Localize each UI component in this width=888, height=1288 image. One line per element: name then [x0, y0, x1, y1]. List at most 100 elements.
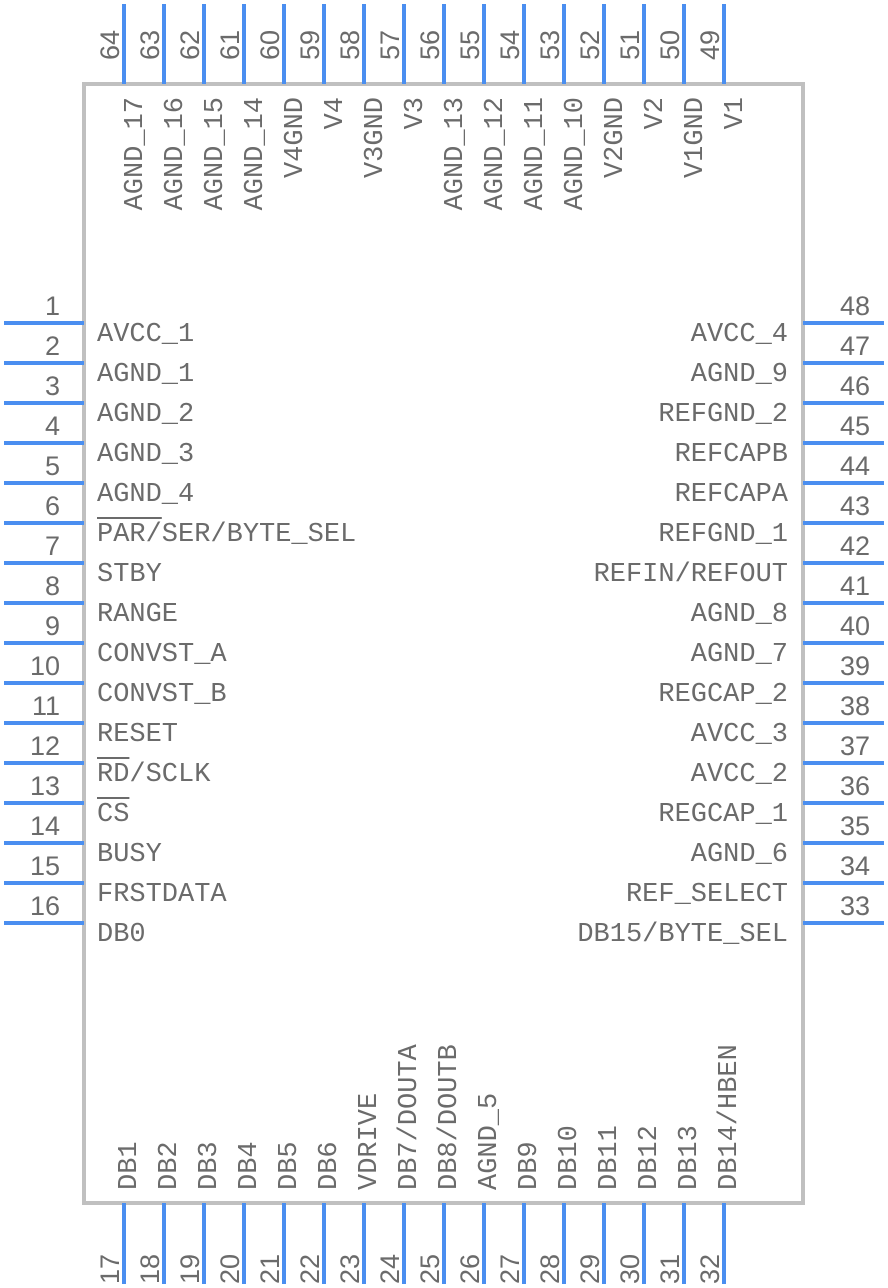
pin-number: 5: [45, 451, 60, 481]
pin-25-db8-doutb[interactable]: 25 DB8/DOUTB: [415, 1044, 465, 1284]
pin-number: 53: [535, 30, 565, 60]
pin-name: DB3: [195, 1141, 225, 1190]
pin-number: 52: [575, 30, 605, 60]
pin-number: 13: [30, 771, 60, 801]
pin-name: DB0: [97, 920, 146, 950]
pin-number: 6: [45, 491, 60, 521]
pin-number: 50: [655, 30, 685, 60]
pin-number: 44: [840, 451, 870, 481]
pin-number: 42: [840, 531, 870, 561]
pin-number: 58: [335, 30, 365, 60]
pin-name: V4GND: [281, 97, 311, 178]
pin-number: 28: [535, 1254, 565, 1284]
pin-number: 3: [45, 371, 60, 401]
pin-name: DB13: [675, 1125, 705, 1190]
pin-number: 33: [840, 891, 870, 921]
pin-name: AVCC_3: [691, 720, 788, 750]
pin-number: 37: [840, 731, 870, 761]
pin-number: 40: [840, 611, 870, 641]
pin-number: 32: [695, 1254, 725, 1284]
pin-number: 21: [255, 1254, 285, 1284]
pin-number: 62: [175, 30, 205, 60]
pin-number: 1: [45, 291, 60, 321]
pin-number: 41: [840, 571, 870, 601]
pin-name: DB2: [155, 1141, 185, 1190]
pin-number: 30: [615, 1254, 645, 1284]
pin-number: 35: [840, 811, 870, 841]
pin-name: DB8/DOUTB: [435, 1044, 465, 1190]
pin-name: REFIN/REFOUT: [594, 560, 788, 590]
pin-name: AGND_9: [691, 360, 788, 390]
pin-name: AGND_14: [241, 97, 271, 210]
pin-number: 47: [840, 331, 870, 361]
pin-name: CONVST_A: [97, 640, 227, 670]
pin-number: 38: [840, 691, 870, 721]
pin-number: 25: [415, 1254, 445, 1284]
pin-name: RANGE: [97, 600, 178, 630]
